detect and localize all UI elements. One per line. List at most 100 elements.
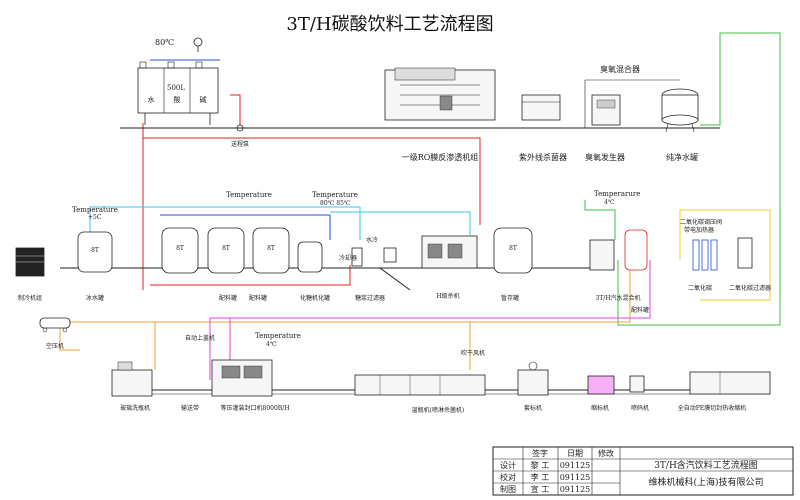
ice-water-tank-icon: 8T [77, 231, 113, 273]
air-comp-label: 空压机 [46, 342, 64, 350]
mixing-tank-3-icon: 8T [252, 227, 290, 274]
uv-sterilizer-icon [521, 94, 561, 121]
tank-8t-e: 8T [509, 245, 517, 252]
pure-tank-label: 纯净水罐 [666, 152, 698, 162]
tb-name2: 李 工 [531, 472, 550, 482]
temperature-label-a: Temperature [72, 206, 118, 214]
tank-alkali-label: 碱 [200, 96, 207, 104]
pasteur-label: 温瓶机(喷淋杀菌机) [412, 406, 465, 414]
red-pipe-4 [230, 94, 241, 125]
co2-filter-label: 二氧化碳过滤器 [729, 284, 771, 292]
tank-water-label: 水 [148, 95, 155, 104]
washer-icon [111, 361, 153, 397]
mix-tanks-label-2: 配料罐 [249, 294, 267, 302]
coder-icon [629, 375, 645, 393]
mixing-tank-1-icon: 8T [161, 227, 199, 274]
tank-acid-label: 酸 [174, 95, 181, 104]
uv-label: 紫外线杀菌器 [519, 152, 567, 162]
yellow-pipe [679, 209, 771, 301]
tb-col-date: 日期 [567, 449, 583, 458]
thermometer-icon [193, 37, 203, 52]
co2-label: 二氧化碳 [688, 284, 712, 292]
tb-date3: 091125 [560, 485, 591, 494]
diagram-title: 3T/H碳酸饮料工艺流程图 [286, 14, 493, 35]
temperature-label-b: Temperature [226, 191, 272, 199]
ice-tank-label: 冰水罐 [86, 294, 104, 302]
tb-date2: 091125 [560, 473, 591, 482]
labeler-label: 套标机 [524, 404, 542, 412]
h-machine-label: H级杀机 [436, 292, 459, 300]
syrup-tank-label: 配料罐 [631, 306, 649, 314]
green-pipe-2 [584, 200, 616, 240]
water-cool-label: 水冷 [366, 236, 378, 244]
tank-8t-b: 8T [176, 245, 184, 252]
coder-label: 喷码机 [631, 404, 649, 412]
co2-reg-label-2: 带电加热器 [684, 226, 714, 234]
auto-loader-label: 自动上盖机 [185, 334, 215, 342]
ozone-mixer-label: 臭氧混合器 [600, 64, 640, 74]
temperature-label-d: Temperarure [594, 190, 640, 198]
return-pump-label: 送程泵 [231, 140, 249, 148]
conveyor-label: 输送带 [181, 404, 199, 412]
mixing-tank-2-icon: 8T [207, 227, 245, 274]
tb-name1: 黎 工 [531, 460, 550, 470]
ro-unit-label: 一级RO膜反渗透机组 [402, 152, 479, 162]
shrink-tunnel-icon [587, 375, 615, 395]
co2-reg-label: 二氧化碳调压阀 [680, 218, 722, 226]
tb-row3: 制图 [500, 484, 516, 494]
tb-company: 维株机械科(上海)技有限公司 [648, 476, 763, 488]
syrup-filter-icon [383, 247, 397, 263]
co2-cylinders-icon [692, 239, 718, 271]
ro-unit-icon [384, 67, 496, 121]
tank-8t-d: 8T [267, 245, 275, 252]
tb-row2: 校对 [500, 472, 516, 482]
main-pipe-mid2 [379, 267, 411, 291]
plate-cooler-icon [351, 247, 363, 267]
tb-col-rev: 修改 [598, 448, 614, 458]
co2-filter-icon [737, 237, 753, 269]
temperature-value-bc: 80℃ 85℃ [320, 200, 351, 207]
temperature-label-e: Temperature [255, 332, 301, 340]
temperature-value-a: +5C [88, 214, 102, 221]
filler-icon [211, 359, 273, 397]
orange-pipe [40, 260, 631, 323]
magenta-pipe [229, 260, 651, 380]
temperature-value-d: 4℃ [604, 199, 615, 206]
blue-pipe-2 [160, 214, 331, 240]
green-pipe [617, 32, 781, 326]
tank-8t-a: 8T [91, 247, 99, 254]
magenta-pipe-2 [209, 317, 230, 380]
filter-label: 糖浆过滤器 [355, 294, 385, 302]
mix-tanks-label: 配料罐 [219, 294, 237, 302]
dryer-label: 吹干风机 [461, 349, 485, 357]
ozone-generator-icon [591, 94, 621, 126]
orange-pipe-2 [59, 322, 80, 351]
temp-80-label: 80℃ [155, 38, 174, 47]
air-compressor-icon [39, 317, 71, 333]
h-sterilizer-icon [421, 235, 478, 269]
packer-icon [689, 371, 771, 395]
tb-name3: 宣 工 [531, 484, 550, 494]
washer-label: 玻璃洗瓶机 [120, 404, 150, 412]
carbonator-label: 3T/H汽水混合机 [595, 294, 640, 302]
chiller-icon [15, 247, 45, 277]
red-pipe-1 [142, 123, 481, 225]
sugar-tank-icon [297, 241, 323, 273]
pasteurizer-icon [354, 374, 486, 396]
tb-drawing-title: 3T/H含汽饮料工艺流程图 [654, 459, 758, 471]
storage-label: 暂存罐 [501, 294, 519, 302]
cyan-pipe-1 [89, 206, 361, 240]
temperature-label-c: Temperature [312, 191, 358, 199]
tank-8t-c: 8T [222, 245, 230, 252]
plate-cooler-label: 冷却器 [339, 254, 357, 262]
chiller-label: 制冷机组 [18, 294, 42, 302]
packer-label: 全自动PE膜切封热收缩机 [678, 404, 746, 412]
temperature-value-e: 4℃ [266, 341, 277, 348]
cip-tank-unit [137, 61, 219, 125]
storage-tank-icon: 8T [493, 227, 533, 274]
sugar-tank-label: 化糖机化罐 [300, 294, 330, 302]
carbonator-icon [589, 229, 648, 271]
shrink-label: 缩标机 [591, 404, 609, 412]
tb-col-sign: 签字 [532, 448, 548, 458]
